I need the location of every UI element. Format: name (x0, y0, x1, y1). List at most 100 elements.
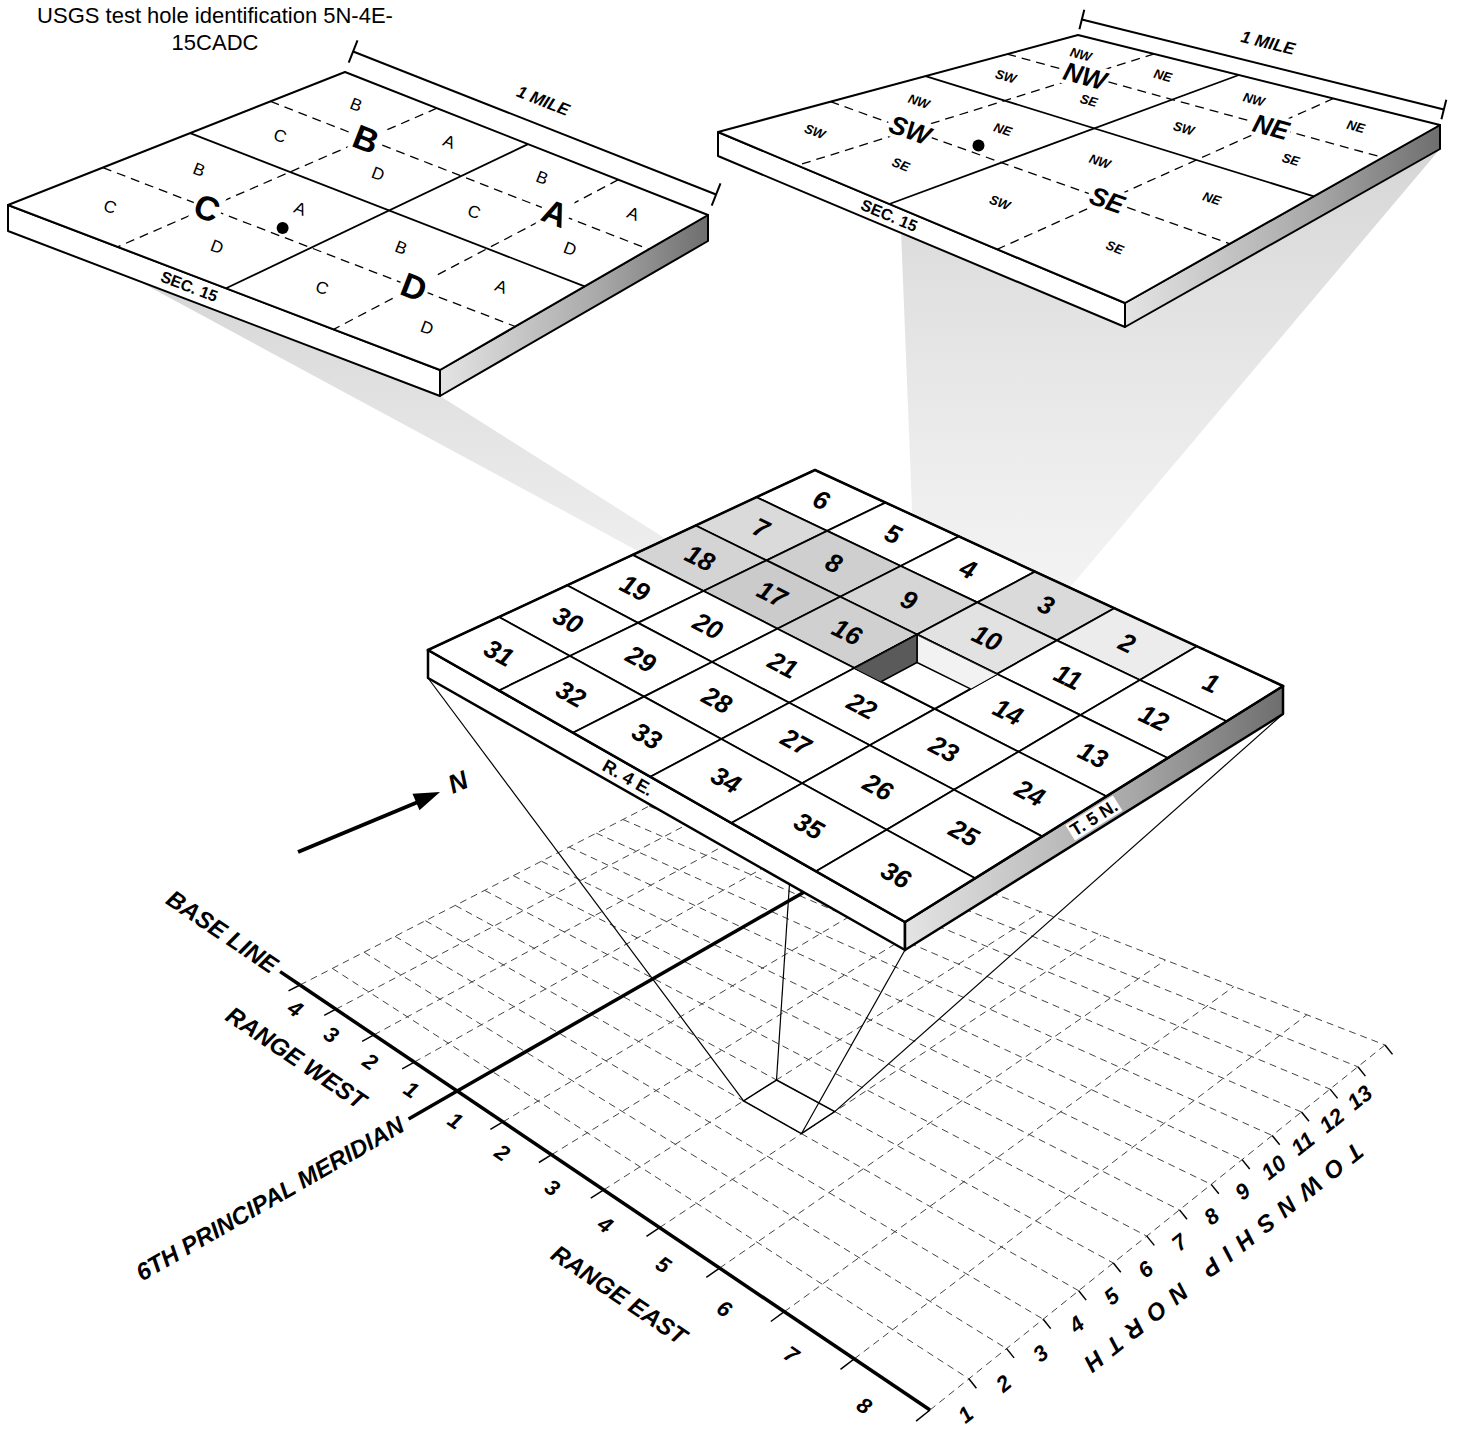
township-tick (1043, 1319, 1051, 1328)
range-tick (362, 1035, 374, 1041)
range-tick (591, 1190, 604, 1198)
quarter-line (226, 144, 528, 288)
range-number-text: 2 (359, 1049, 381, 1074)
range-number-text: 8 (852, 1393, 874, 1418)
north-arrow-shaft (298, 802, 418, 852)
township-tick (1007, 1349, 1015, 1358)
quarter-quarter-line (118, 108, 437, 247)
township-number: 1 (954, 1402, 977, 1427)
township-north-label: TOWNSHIP NORTH (1072, 1138, 1367, 1382)
township-number-text: 2 (992, 1371, 1015, 1396)
dimension-tick (349, 40, 358, 62)
range-number: 4 (594, 1213, 616, 1238)
base-line-label: BASE LINE (162, 887, 282, 978)
range-number-text: 3 (320, 1022, 342, 1047)
quarter-line (926, 76, 1314, 196)
grid-line (395, 936, 1043, 1319)
quarter-quarter-line (334, 180, 619, 330)
range-number-text: 5 (651, 1253, 673, 1278)
range-number-text: 2 (490, 1141, 512, 1166)
north-label: N (444, 766, 471, 797)
township-number-text: 12 (1316, 1104, 1349, 1136)
range-number: 2 (490, 1141, 512, 1166)
range-number: 2 (359, 1049, 381, 1074)
township-number-text: 8 (1200, 1205, 1223, 1230)
quarter-quarter-line (103, 168, 515, 327)
township-number: 9 (1231, 1180, 1254, 1205)
hole-wall (854, 635, 917, 697)
township-number: 10 (1257, 1151, 1290, 1183)
range-number-text: 7 (780, 1343, 802, 1368)
township-number: 6 (1135, 1257, 1158, 1282)
township-number-text: 6 (1135, 1257, 1158, 1282)
range-tick (916, 1410, 930, 1421)
township-tick (1330, 1089, 1338, 1098)
range-number: 1 (400, 1078, 422, 1103)
township-number-text: 5 (1101, 1285, 1124, 1310)
township-tick (1147, 1236, 1155, 1245)
meridian-label-text: 6TH PRINCIPAL MERIDIAN (132, 1112, 408, 1284)
range-number-text: 1 (400, 1078, 422, 1103)
range-number: 4 (283, 996, 305, 1021)
north-arrow-head (413, 792, 441, 810)
township-tick (1272, 1136, 1280, 1145)
title: USGS test hole identification 5N-4E-15CA… (37, 3, 393, 55)
range-number: 8 (852, 1393, 874, 1418)
township-number: 12 (1316, 1104, 1349, 1136)
range-tick (539, 1155, 552, 1163)
grid-line (660, 935, 1102, 1227)
township-tick (1242, 1160, 1250, 1169)
grid-line (332, 968, 969, 1378)
grid-line (300, 780, 700, 985)
base-line (300, 985, 930, 1410)
dimension-tick (712, 183, 721, 205)
range-tick (706, 1268, 719, 1277)
grid-line (854, 1015, 1307, 1359)
range-number: 5 (651, 1253, 673, 1278)
township-number-text: 7 (1168, 1231, 1191, 1256)
range-tick (841, 1359, 855, 1369)
township-tick (1302, 1112, 1310, 1121)
range-tick (647, 1228, 660, 1237)
grid-line (364, 952, 1007, 1348)
north-label-text: N (444, 766, 471, 797)
dimension-label: 1 MILE (1240, 28, 1297, 58)
slab-top (8, 72, 708, 370)
test-hole-dot (277, 222, 289, 234)
township-number-text: 4 (1066, 1313, 1089, 1338)
dimension-label: 1 MILE (515, 83, 572, 119)
test-hole-dot (973, 140, 985, 152)
township-number-text: 13 (1344, 1082, 1377, 1114)
quarter-line (190, 133, 584, 286)
township-tick (1211, 1184, 1219, 1193)
township-number-text: 1 (954, 1402, 977, 1427)
township-number: 13 (1344, 1082, 1377, 1114)
grid-line (930, 1045, 1385, 1410)
range-number: 7 (780, 1343, 802, 1368)
projection-line (801, 950, 905, 1134)
grid-line (720, 960, 1166, 1268)
range-number: 6 (713, 1296, 735, 1321)
meridian-leader (409, 1091, 458, 1119)
quarter-quarter-label-text: NE (1345, 117, 1368, 135)
quarter-quarter-line (997, 99, 1333, 250)
quarter-line (889, 75, 1239, 204)
township-number-text: 3 (1030, 1342, 1053, 1367)
meridian-label: 6TH PRINCIPAL MERIDIAN (132, 1112, 408, 1284)
township-tick (1358, 1067, 1366, 1076)
dimension-line (353, 52, 716, 195)
range-number: 1 (444, 1108, 466, 1133)
township-number: 5 (1101, 1285, 1124, 1310)
township-tick (969, 1379, 977, 1388)
quarter-quarter-line (271, 101, 649, 249)
dimension-label-text: 1 MILE (515, 83, 572, 119)
projection-beam (138, 281, 935, 709)
quarter-quarter-line (1007, 54, 1382, 157)
range-number-text: 3 (540, 1176, 562, 1201)
township-tick (1180, 1210, 1188, 1219)
range-tick (402, 1062, 414, 1069)
range-number: 3 (320, 1022, 342, 1047)
township-north-label-text: TOWNSHIP NORTH (1072, 1138, 1367, 1382)
township-outline (428, 470, 1283, 922)
